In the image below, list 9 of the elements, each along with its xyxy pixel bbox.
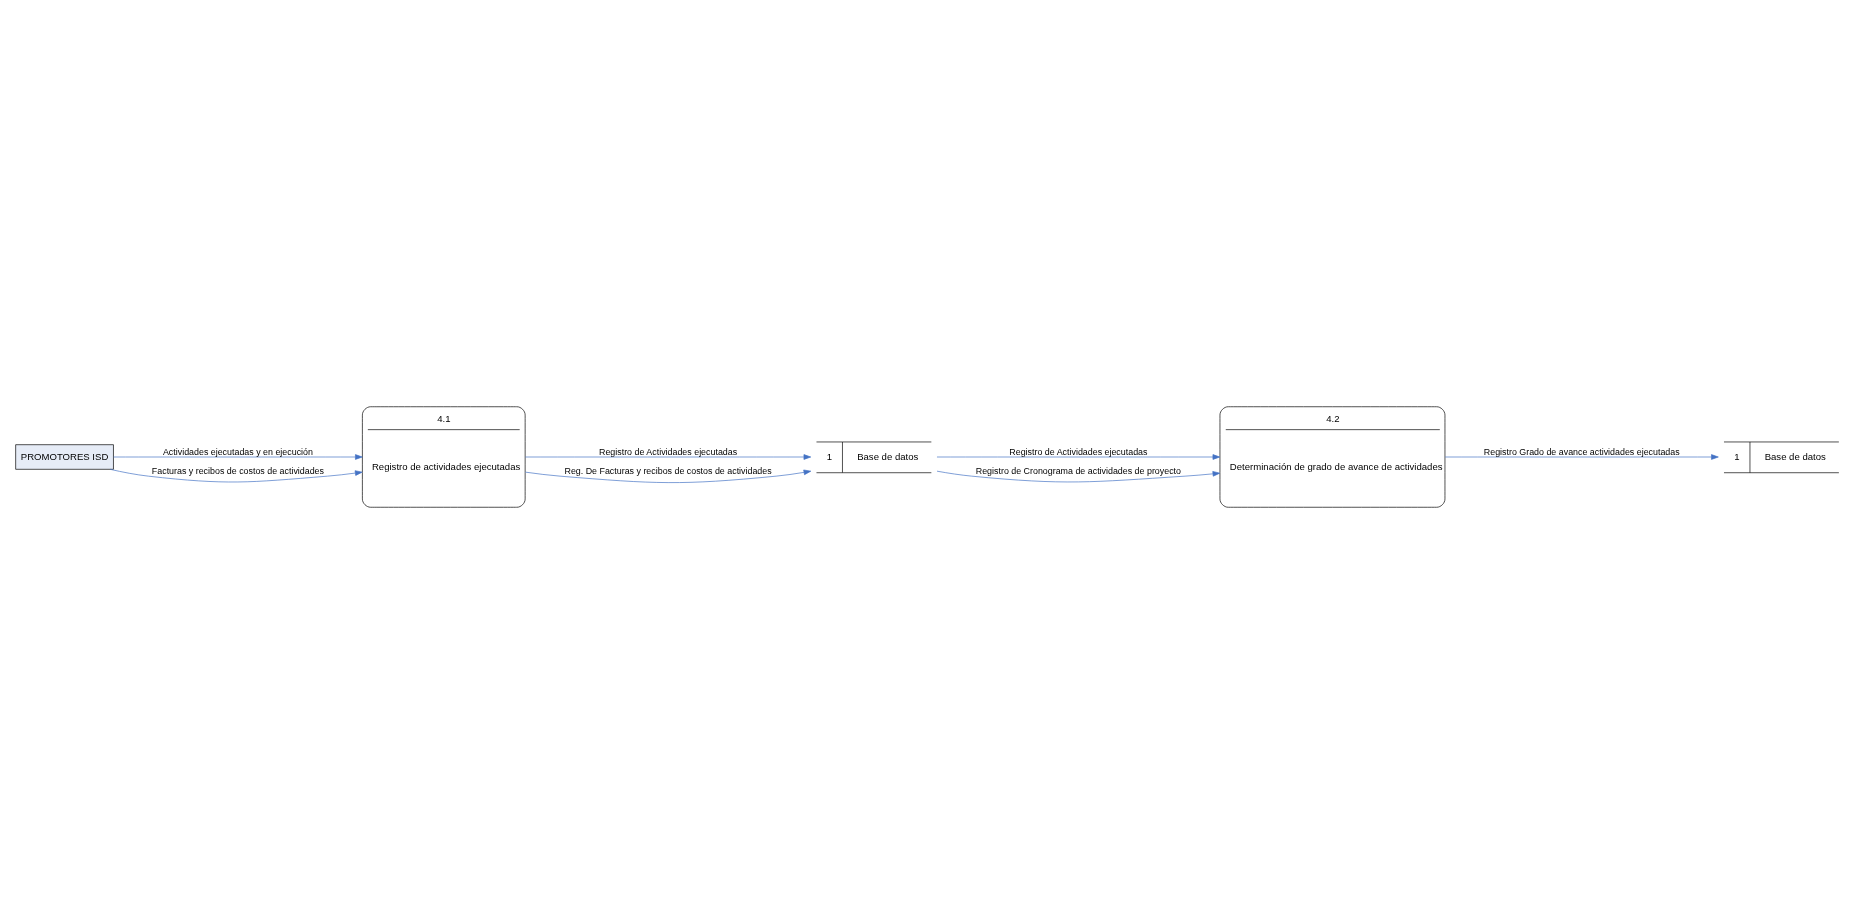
edge-label: Registro de Actividades ejecutadas [1009, 446, 1148, 457]
edge-label: Reg. De Facturas y recibos de costos de actividades [564, 465, 772, 476]
node-text: 1 Base de datos [1734, 450, 1826, 462]
node-text: 1 Base de datos [826, 450, 919, 462]
edge-label: Registro de Actividades ejecutadas [599, 446, 738, 457]
edge-label: Actividades ejecutadas y en ejecución [162, 446, 313, 457]
edge-label: Registro Grado de avance actividades ejecutadas [1483, 446, 1680, 457]
edge-label: Facturas y recibos de costos de actividades [151, 465, 325, 476]
edge-label: Registro de Cronograma de actividades de proyecto [975, 465, 1182, 476]
